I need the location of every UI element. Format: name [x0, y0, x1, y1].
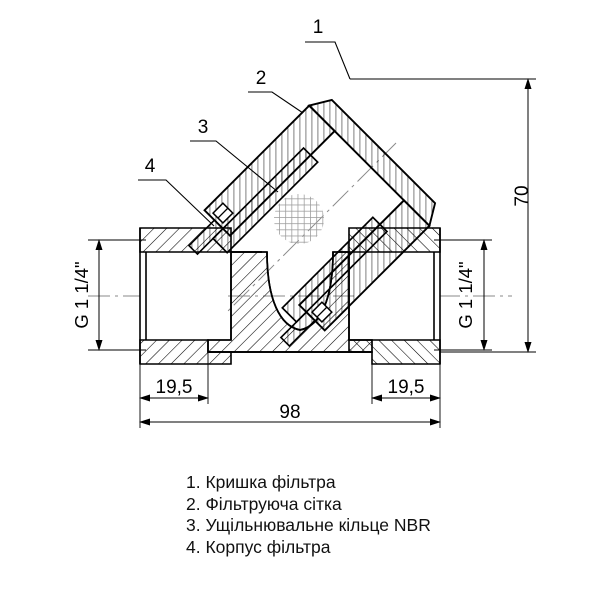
callout-2: 2 [248, 68, 304, 114]
legend-item-4: 4. Корпус фільтра [186, 536, 331, 557]
dimension-length-98: 98 [139, 402, 441, 428]
callout-3-label: 3 [198, 117, 209, 138]
dimension-port-right-label: 19,5 [388, 377, 425, 398]
callout-3: 3 [190, 117, 279, 193]
dimension-70-label: 70 [512, 185, 533, 206]
dimension-height-70: 70 [350, 78, 536, 353]
legend-item-2: 2. Фільтруюча сітка [186, 493, 342, 514]
legend-list: 1. Кришка фільтра 2. Фільтруюча сітка 3.… [186, 472, 566, 558]
dimension-port-left-label: 19,5 [156, 377, 193, 398]
dimension-thread-right: G 1 1/4" [434, 239, 492, 351]
callout-2-label: 2 [256, 68, 267, 89]
callout-1-label: 1 [313, 17, 324, 38]
dimension-thread-right-label: G 1 1/4" [455, 261, 476, 328]
dimension-thread-left: G 1 1/4" [71, 239, 146, 351]
legend-item-3: 3. Ущільнювальне кільце NBR [186, 515, 431, 535]
dimension-thread-left-label: G 1 1/4" [71, 261, 92, 328]
callout-4-label: 4 [145, 156, 156, 177]
filter-cap [187, 98, 437, 348]
callout-1: 1 [305, 17, 351, 80]
legend-item-1: 1. Кришка фільтра [186, 472, 336, 492]
dimension-port-left: 19,5 [139, 352, 209, 404]
dimension-98-label: 98 [279, 402, 300, 423]
filter-mesh-screen [274, 194, 324, 244]
callout-4: 4 [138, 156, 215, 227]
dimension-port-right: 19,5 [371, 352, 441, 404]
